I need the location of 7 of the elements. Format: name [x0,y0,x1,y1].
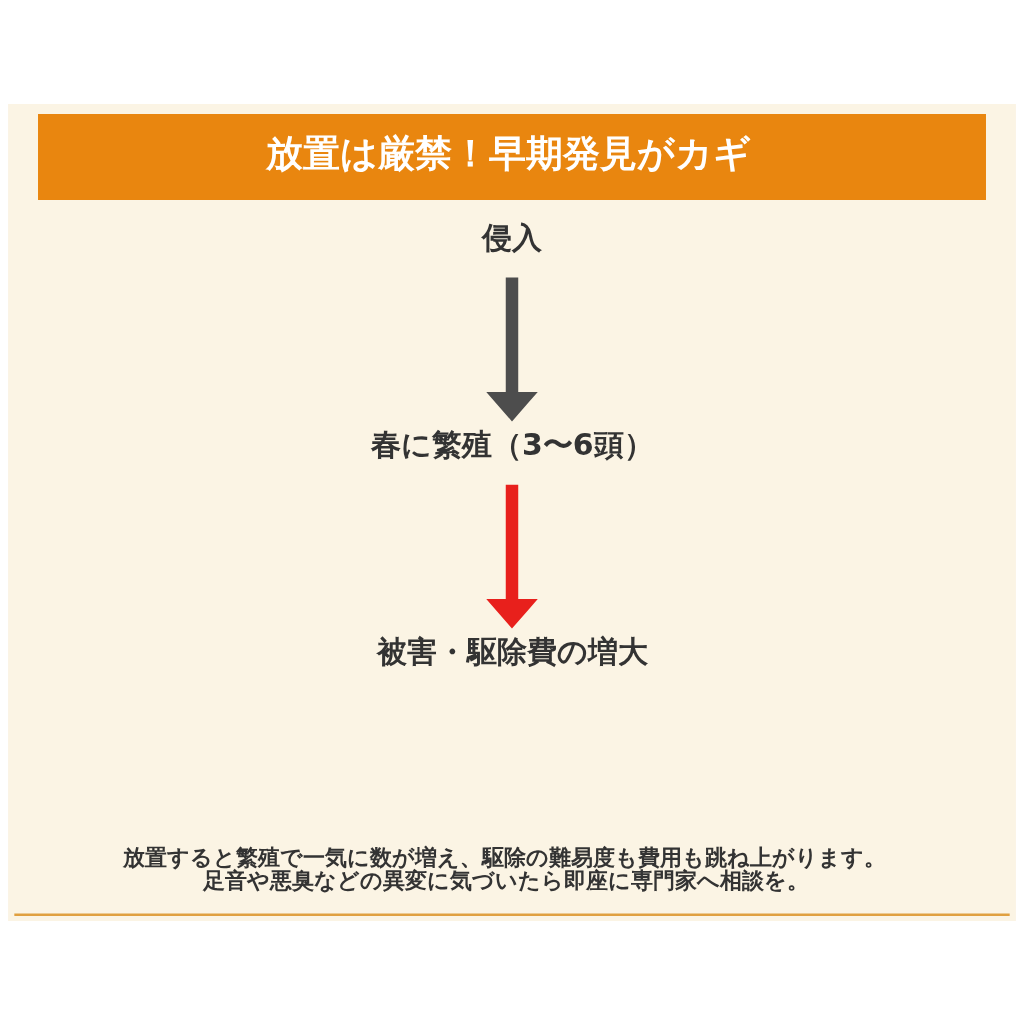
diagram-title: 放置は厳禁！早期発見がカギ [266,130,752,175]
arrow [486,484,538,628]
node-text: 被害・駆除費の増大 [377,633,649,669]
node-text: 春に繁殖（3〜6頭） [371,426,654,462]
arrow [486,277,538,421]
caption: 放置すると繁殖で一気に数が増え、駆除の難易度も費用も跳ね上がります。足音や悪臭などの異変に気づいたら即座に専門家へ相談を。 [122,843,886,893]
node-text: 侵入 [482,219,543,255]
